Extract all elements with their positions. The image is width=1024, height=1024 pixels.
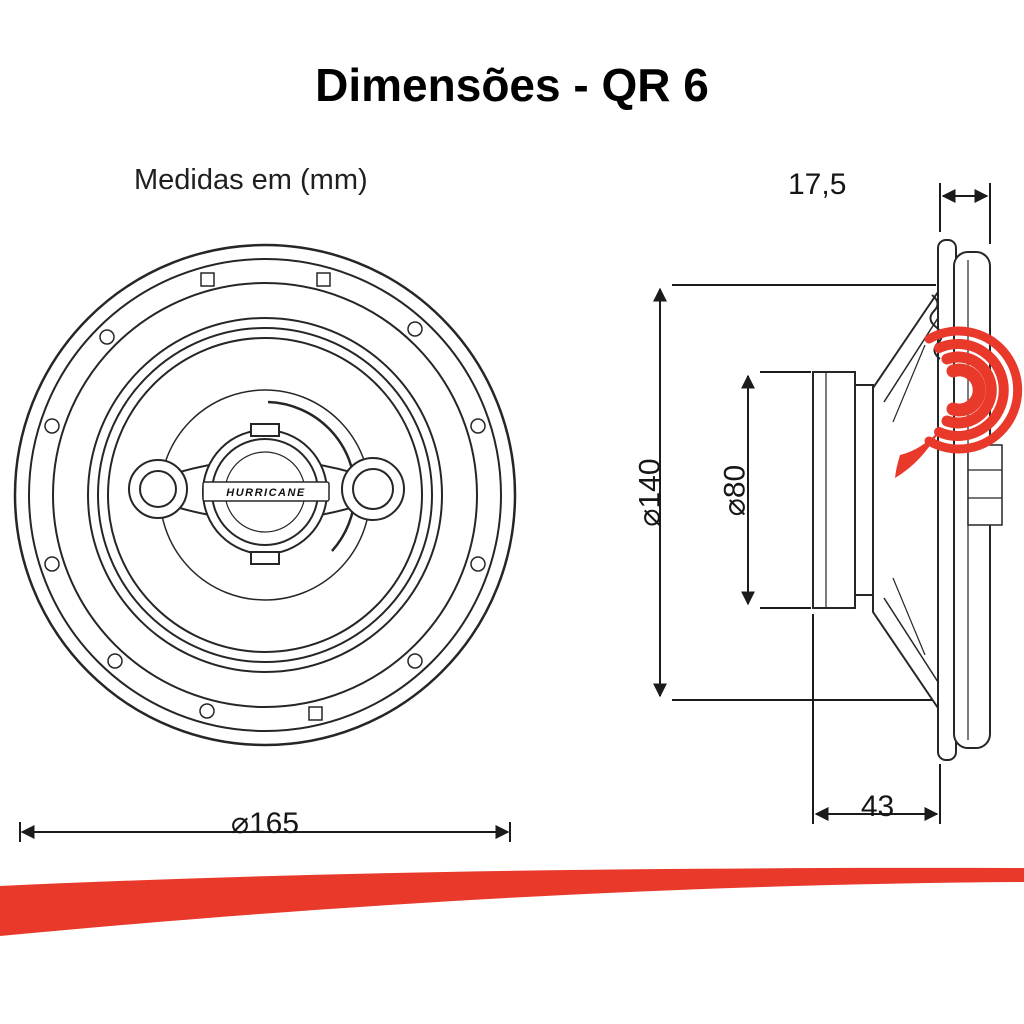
brand-text: HURRICANE	[226, 487, 306, 499]
body-diameter-label: ⌀140	[633, 458, 667, 527]
side-view-diagram	[812, 239, 1003, 761]
mounting-holes	[44, 272, 486, 721]
page-title: Dimensões - QR 6	[315, 59, 709, 111]
units-label: Medidas em (mm)	[134, 164, 368, 196]
front-view-diagram	[13, 243, 517, 747]
bottom-swoosh	[0, 867, 1024, 936]
magnet-diameter-label: ⌀80	[718, 464, 752, 517]
front-diameter-dimension-line	[19, 822, 511, 842]
flange-depth-label: 17,5	[788, 168, 847, 201]
hurricane-swirl-logo-icon	[895, 326, 1023, 478]
mounting-depth-label: 43	[860, 790, 895, 823]
tweeter-bridge	[127, 400, 405, 565]
brand-banner	[202, 481, 330, 502]
side-view-dimension-lines	[653, 183, 991, 824]
front-diameter-label: ⌀165	[230, 807, 300, 840]
